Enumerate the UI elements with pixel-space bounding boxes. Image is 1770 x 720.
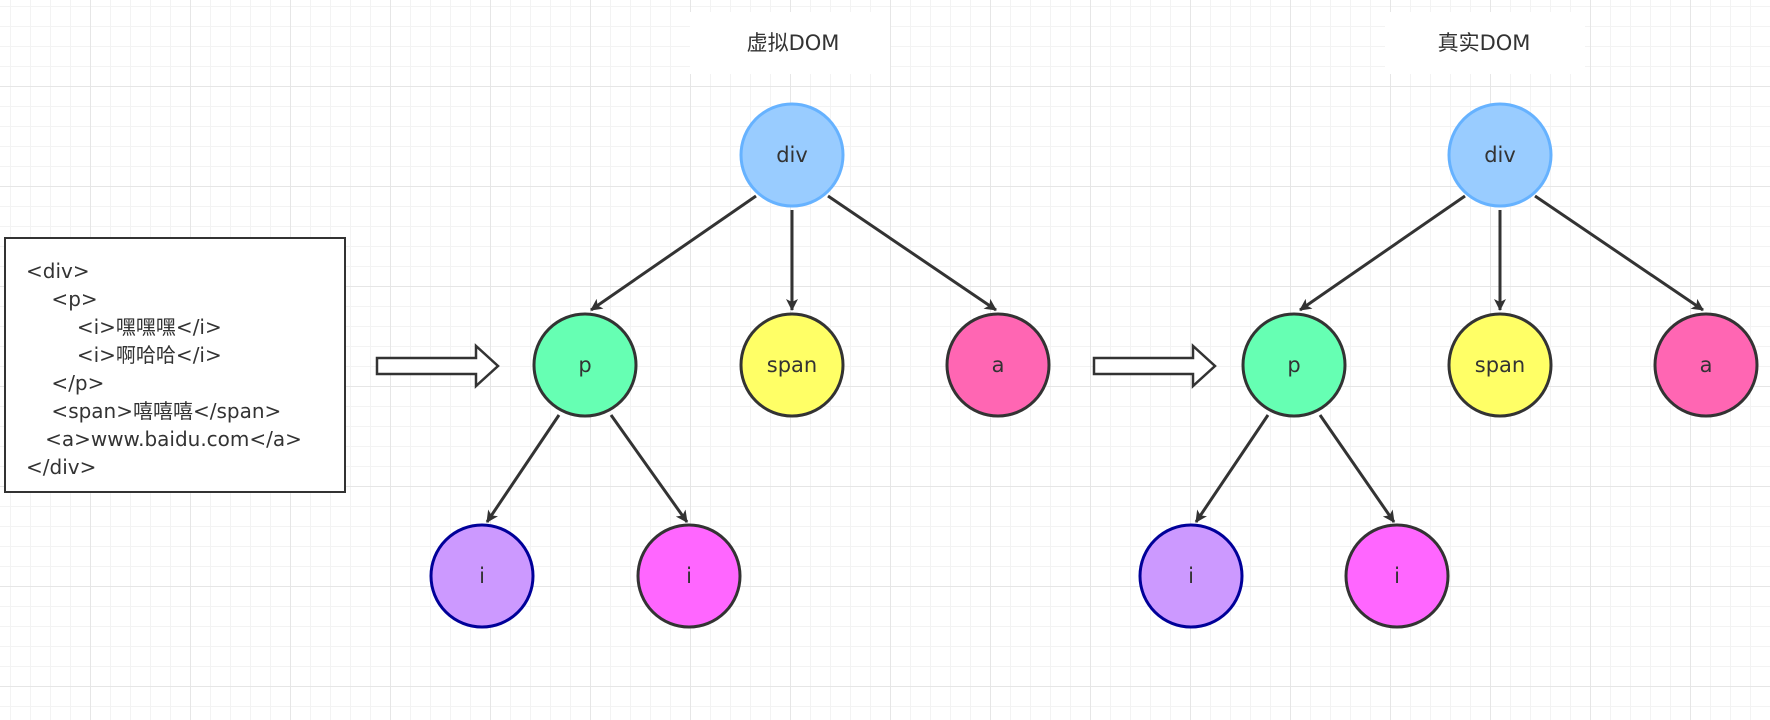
code-line: <i>嘿嘿嘿</i>: [26, 315, 222, 339]
code-line: </p>: [26, 371, 105, 395]
real-node-div: div: [1447, 102, 1553, 208]
real-tree-edges: [1194, 194, 1704, 523]
node-label: span: [1475, 353, 1525, 377]
virtual-node-p: p: [532, 312, 638, 418]
node-label: i: [1394, 564, 1400, 588]
real-node-p: p: [1241, 312, 1347, 418]
real-node-i-right: i: [1344, 523, 1450, 629]
code-line: <a>www.baidu.com</a>: [26, 427, 302, 451]
edge-p-i-right: [609, 414, 689, 523]
edge-p-i-left: [1194, 414, 1270, 523]
code-line: <span>嘻嘻嘻</span>: [26, 399, 282, 423]
virtual-node-i-right: i: [636, 523, 742, 629]
real-node-span: span: [1447, 312, 1553, 418]
real-node-a: a: [1653, 312, 1759, 418]
virtual-dom-title: 虚拟DOM: [747, 31, 840, 55]
real-dom-title: 真实DOM: [1438, 31, 1531, 55]
virtual-to-real-arrow: [1092, 343, 1217, 389]
node-label: i: [1188, 564, 1194, 588]
node-label: div: [1484, 143, 1516, 167]
node-label: p: [1287, 353, 1300, 377]
real-node-i-left: i: [1138, 523, 1244, 629]
node-label: i: [479, 564, 485, 588]
code-lines: <div> <p> <i>嘿嘿嘿</i> <i>啊哈哈</i> </p> <sp…: [26, 257, 302, 481]
code-to-virtual-arrow: [375, 343, 500, 389]
edge-div-p: [1299, 194, 1466, 312]
html-code-box: <div> <p> <i>嘿嘿嘿</i> <i>啊哈哈</i> </p> <sp…: [4, 237, 346, 493]
edge-div-p: [590, 194, 757, 312]
node-label: div: [776, 143, 808, 167]
virtual-node-div: div: [739, 102, 845, 208]
virtual-node-a: a: [945, 312, 1051, 418]
code-line: <i>啊哈哈</i>: [26, 343, 222, 367]
real-dom-title-bg: [1385, 12, 1585, 74]
virtual-node-i-left: i: [429, 523, 535, 629]
virtual-dom-title-bg: [690, 12, 890, 74]
virtual-tree-edges: [485, 194, 997, 523]
edge-p-i-left: [485, 414, 561, 523]
code-line: </div>: [26, 455, 97, 479]
edge-div-a: [827, 194, 997, 312]
code-line: <div>: [26, 259, 90, 283]
edge-div-a: [1534, 194, 1704, 312]
node-label: p: [578, 353, 591, 377]
node-label: i: [686, 564, 692, 588]
node-label: a: [992, 353, 1005, 377]
virtual-node-span: span: [739, 312, 845, 418]
node-label: span: [767, 353, 817, 377]
node-label: a: [1700, 353, 1713, 377]
code-line: <p>: [26, 287, 98, 311]
edge-p-i-right: [1318, 414, 1396, 523]
